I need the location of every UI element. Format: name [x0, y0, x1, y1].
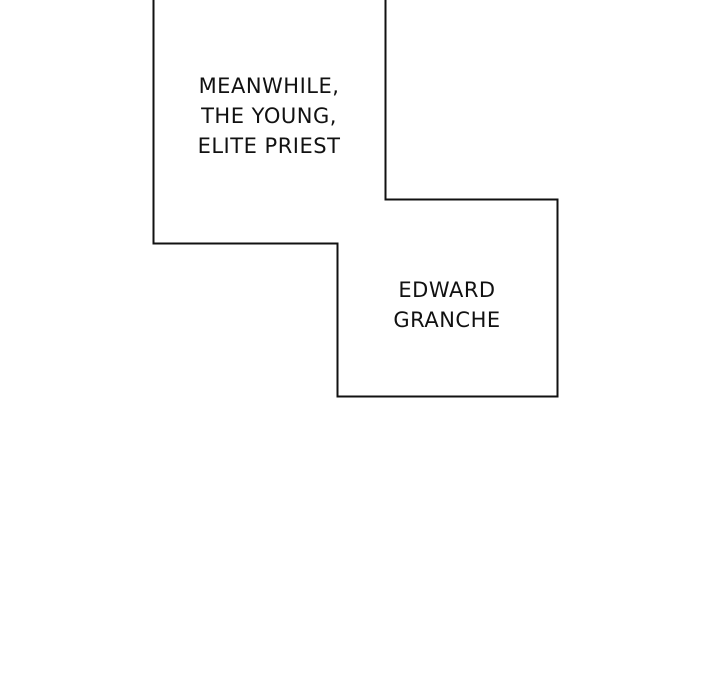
caption-line: GRANCHE	[393, 308, 501, 332]
caption-line: MEANWHILE,	[198, 74, 340, 98]
caption-line: THE YOUNG,	[201, 104, 337, 128]
caption-line: ELITE PRIEST	[197, 134, 341, 158]
narration-caption-2: EDWARD GRANCHE	[337, 275, 557, 335]
narration-caption-1: MEANWHILE, THE YOUNG, ELITE PRIEST	[153, 71, 385, 161]
caption-line: EDWARD	[398, 278, 496, 302]
